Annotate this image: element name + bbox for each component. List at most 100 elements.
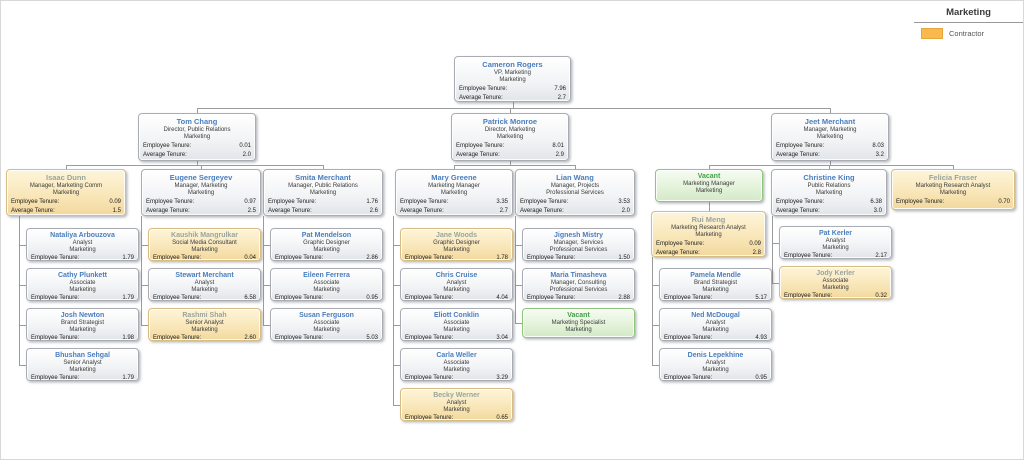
node-department: Marketing [499,77,526,83]
node-title: Graphic Designer [303,240,350,246]
employee-tenure-row: Employee Tenure:2.86 [271,254,382,260]
employee-tenure-row: Employee Tenure:4.04 [401,294,512,300]
employee-tenure-value: 0.09 [109,199,121,205]
employee-tenure-row: Employee Tenure:0.32 [780,292,891,298]
connector-line [953,165,954,169]
employee-tenure-row: Employee Tenure:1.76 [264,198,382,206]
employee-tenure-row: Employee Tenure:1.79 [27,374,138,380]
node-department: Marketing [816,134,844,140]
node-department: Marketing [702,287,729,293]
node-department: Marketing [702,327,729,333]
average-tenure-value: 2.7 [499,208,508,214]
average-tenure-label: Average Tenure: [11,208,55,214]
employee-tenure-row: Employee Tenure:4.93 [660,334,771,340]
node-title: Associate [313,320,340,326]
employee-tenure-value: 0.09 [749,241,761,247]
connector-line [393,285,400,286]
connector-line [263,325,270,326]
employee-tenure-row: Employee Tenure:1.79 [27,294,138,301]
node-department: Marketing [309,190,337,196]
employee-tenure-row: Employee Tenure:1.78 [401,254,512,261]
connector-line [19,216,20,365]
node-department: Marketing [313,327,340,333]
node-name: Pamela Mendle [690,272,741,279]
employee-tenure-value: 3.53 [618,199,630,205]
connector-line [141,216,142,325]
connector-line [510,108,511,113]
connector-line [323,165,324,169]
node-name: Smita Merchant [295,173,351,182]
node-title: Marketing Manager [428,183,480,189]
node-name: Isaac Dunn [45,173,86,182]
employee-tenure-label: Employee Tenure: [784,253,833,259]
node-department: Marketing [939,190,967,196]
average-tenure-value: 2.5 [247,208,256,214]
node-title: Associate [443,320,470,326]
employee-tenure-value: 8.03 [872,143,884,149]
connector-line [197,161,198,165]
employee-tenure-row: Employee Tenure:6.58 [149,294,260,300]
contractor-color-swatch [921,28,943,39]
node-title: Analyst [705,320,726,326]
node-department: Marketing [565,327,592,333]
connector-line [772,243,779,244]
node-department: Marketing [191,287,218,293]
connector-line [512,102,514,108]
average-tenure-label: Average Tenure: [459,95,503,101]
employee-tenure-value: 0.01 [239,143,251,149]
node-name: Tom Chang [176,117,218,126]
average-tenure-value: 2.0 [242,152,251,158]
connector-line [393,245,400,246]
node-department: Marketing [440,190,468,196]
average-tenure-label: Average Tenure: [656,250,700,256]
node-name: Jody Kerler [816,270,855,277]
employee-tenure-label: Employee Tenure: [405,255,454,261]
legend: Marketing Contractor [914,7,1023,39]
node-title: Analyst [72,240,93,246]
average-tenure-value: 2.6 [369,208,378,214]
node-department: Marketing [443,367,470,373]
node-title: Manager, Consulting [550,280,607,286]
node-department: Marketing [695,188,723,194]
employee-tenure-label: Employee Tenure: [31,295,80,301]
employee-tenure-row: Employee Tenure:3.35 [396,198,512,206]
employee-tenure-label: Employee Tenure: [520,199,569,205]
node-name: Cameron Rogers [482,60,543,69]
